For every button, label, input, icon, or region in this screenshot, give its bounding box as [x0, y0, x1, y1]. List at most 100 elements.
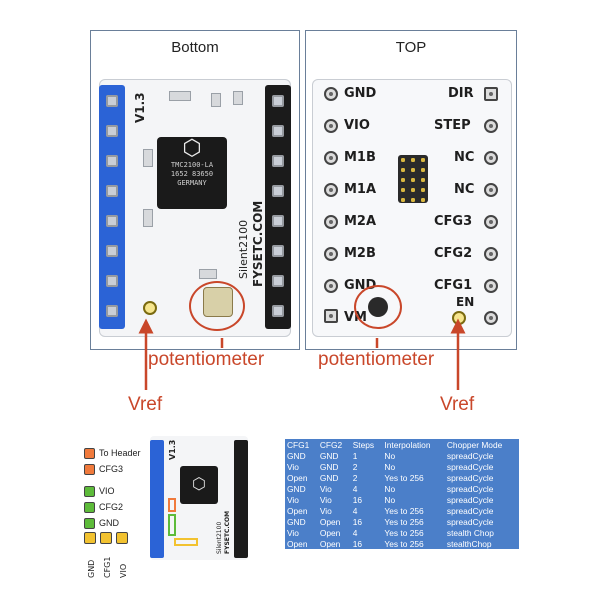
table-cell: spreadCycle: [446, 450, 494, 461]
mini-version-label: V1.3: [168, 439, 177, 460]
pin-pad-left: [324, 247, 338, 261]
pin-pad-right: [484, 247, 498, 261]
table-cell: Vio: [319, 505, 332, 516]
pin-label-cfg3: CFG3: [434, 214, 473, 229]
column-header: Chopper Mode: [446, 439, 503, 450]
table-cell: spreadCycle: [446, 516, 494, 527]
legend-label: VIO: [99, 486, 115, 496]
table-row: Open GND 2 Yes to 256 spreadCycle: [285, 472, 519, 483]
smd-component: [169, 91, 191, 101]
table-row: GND GND 1 No spreadCycle: [285, 450, 519, 461]
pin-pad-left: [324, 309, 338, 323]
chip-marking-3: GERMANY: [177, 179, 207, 187]
legend-item: CFG2: [84, 500, 123, 514]
table-cell: Open: [287, 538, 308, 549]
mini-jumper-green: [168, 514, 176, 536]
pin-pad-right: [484, 311, 498, 325]
pin-label-en: EN: [456, 295, 475, 309]
mini-board: V1.3 ⬡ Silent2100 FYSETC.COM: [150, 436, 248, 560]
table-cell: 2: [352, 472, 358, 483]
legend-item: CFG3: [84, 462, 123, 476]
table-cell: Vio: [287, 461, 299, 472]
table-cell: 1: [352, 450, 358, 461]
legend-bottom-swatches: [82, 532, 134, 546]
potentiometer-label-left: potentiometer: [148, 349, 265, 370]
table-cell: 16: [352, 516, 363, 527]
chip-marking-2: 1652 83650: [170, 170, 214, 178]
table-cell: GND: [287, 516, 306, 527]
mini-silkscreen-model: Silent2100: [216, 521, 223, 554]
pin-pad-right: [484, 215, 498, 229]
legend-swatch-green: [84, 485, 95, 497]
potentiometer-label-right: potentiometer: [318, 349, 435, 370]
table-cell: 4: [352, 527, 358, 538]
table-cell: spreadCycle: [446, 472, 494, 483]
table-cell: Yes to 256: [384, 472, 424, 483]
pin-label-m1b: M1B: [344, 150, 376, 165]
top-board: [312, 79, 512, 337]
pin-pad-right: [484, 119, 498, 133]
legend-item: VIO: [84, 484, 115, 498]
table-cell: No: [384, 483, 396, 494]
legend-swatch-green: [84, 501, 95, 513]
table-cell: GND: [319, 450, 339, 461]
driver-chip: ⬡ TMC2100-LA 1652 83650 GERMANY: [157, 137, 227, 209]
legend-item: To Header: [84, 446, 141, 460]
pin-pad-left: [324, 119, 338, 133]
mini-jumper-yellow: [174, 538, 198, 546]
potentiometer-highlight-ring: [189, 281, 245, 331]
table-cell: spreadCycle: [446, 494, 494, 505]
mini-driver-chip: ⬡: [180, 466, 218, 504]
silkscreen-model: Silent2100: [237, 219, 250, 279]
smd-component: [199, 269, 217, 279]
table-cell: Open: [319, 538, 341, 549]
table-row: Vio GND 2 No spreadCycle: [285, 461, 519, 472]
pin-label-m2b: M2B: [344, 246, 376, 261]
legend-label: CFG2: [99, 502, 124, 512]
legend-swatch-yellow: [84, 532, 96, 544]
table-cell: 4: [352, 483, 358, 494]
table-cell: Vio: [287, 494, 299, 505]
pin-pad-right: [484, 279, 498, 293]
pin-label-step: STEP: [434, 118, 471, 133]
smd-component: [143, 149, 153, 167]
top-panel-title: TOP: [395, 39, 427, 56]
column-header: Steps: [352, 439, 375, 450]
pin-label-vio: VIO: [344, 118, 370, 133]
table-cell: Yes to 256: [384, 527, 424, 538]
silkscreen-site: FYSETC.COM: [251, 200, 265, 287]
table-cell: 16: [352, 538, 363, 549]
mini-jumper-orange: [168, 498, 176, 512]
pin-label-cfg1: CFG1: [434, 278, 473, 293]
table-row: GND Vio 4 No spreadCycle: [285, 483, 519, 494]
table-cell: 16: [352, 494, 363, 505]
table-cell: No: [384, 494, 396, 505]
vref-test-point: [452, 311, 466, 325]
table-cell: 4: [352, 505, 358, 516]
table-cell: Open: [287, 472, 308, 483]
table-cell: spreadCycle: [446, 483, 494, 494]
table-cell: GND: [319, 472, 339, 483]
black-pin-header: [265, 85, 291, 329]
pin-label-cfg2: CFG2: [434, 246, 473, 261]
pin-label-dir: DIR: [448, 86, 474, 101]
legend-label: CFG3: [99, 464, 124, 474]
mini-blue-header: [150, 440, 164, 558]
top-panel: TOP GND VIO M1B M1A M2A M2B GND VM DIR S…: [305, 30, 517, 350]
smd-component: [233, 91, 243, 105]
pin-label-m2a: M2A: [344, 214, 377, 229]
bottom-panel-title: Bottom: [171, 39, 219, 56]
jumper-legend: To Header CFG3 VIO CFG2 GND: [84, 446, 154, 536]
chip-logo-icon: ⬡: [182, 136, 202, 161]
pin-pad-left: [324, 183, 338, 197]
pin-label-nc: NC: [454, 150, 475, 165]
table-cell: stealth Chop: [446, 527, 494, 538]
pin-pad-right: [484, 183, 498, 197]
pin-label-gnd: GND: [344, 86, 377, 101]
table-cell: Vio: [319, 494, 332, 505]
chip-marking-1: TMC2100-LA: [170, 161, 214, 169]
table-row: Open Open 16 Yes to 256 stealthChop: [285, 538, 519, 549]
pin-pad-right: [484, 87, 498, 101]
table-row: GND Open 16 Yes to 256 spreadCycle: [285, 516, 519, 527]
thermal-vias-icon: [398, 155, 428, 203]
